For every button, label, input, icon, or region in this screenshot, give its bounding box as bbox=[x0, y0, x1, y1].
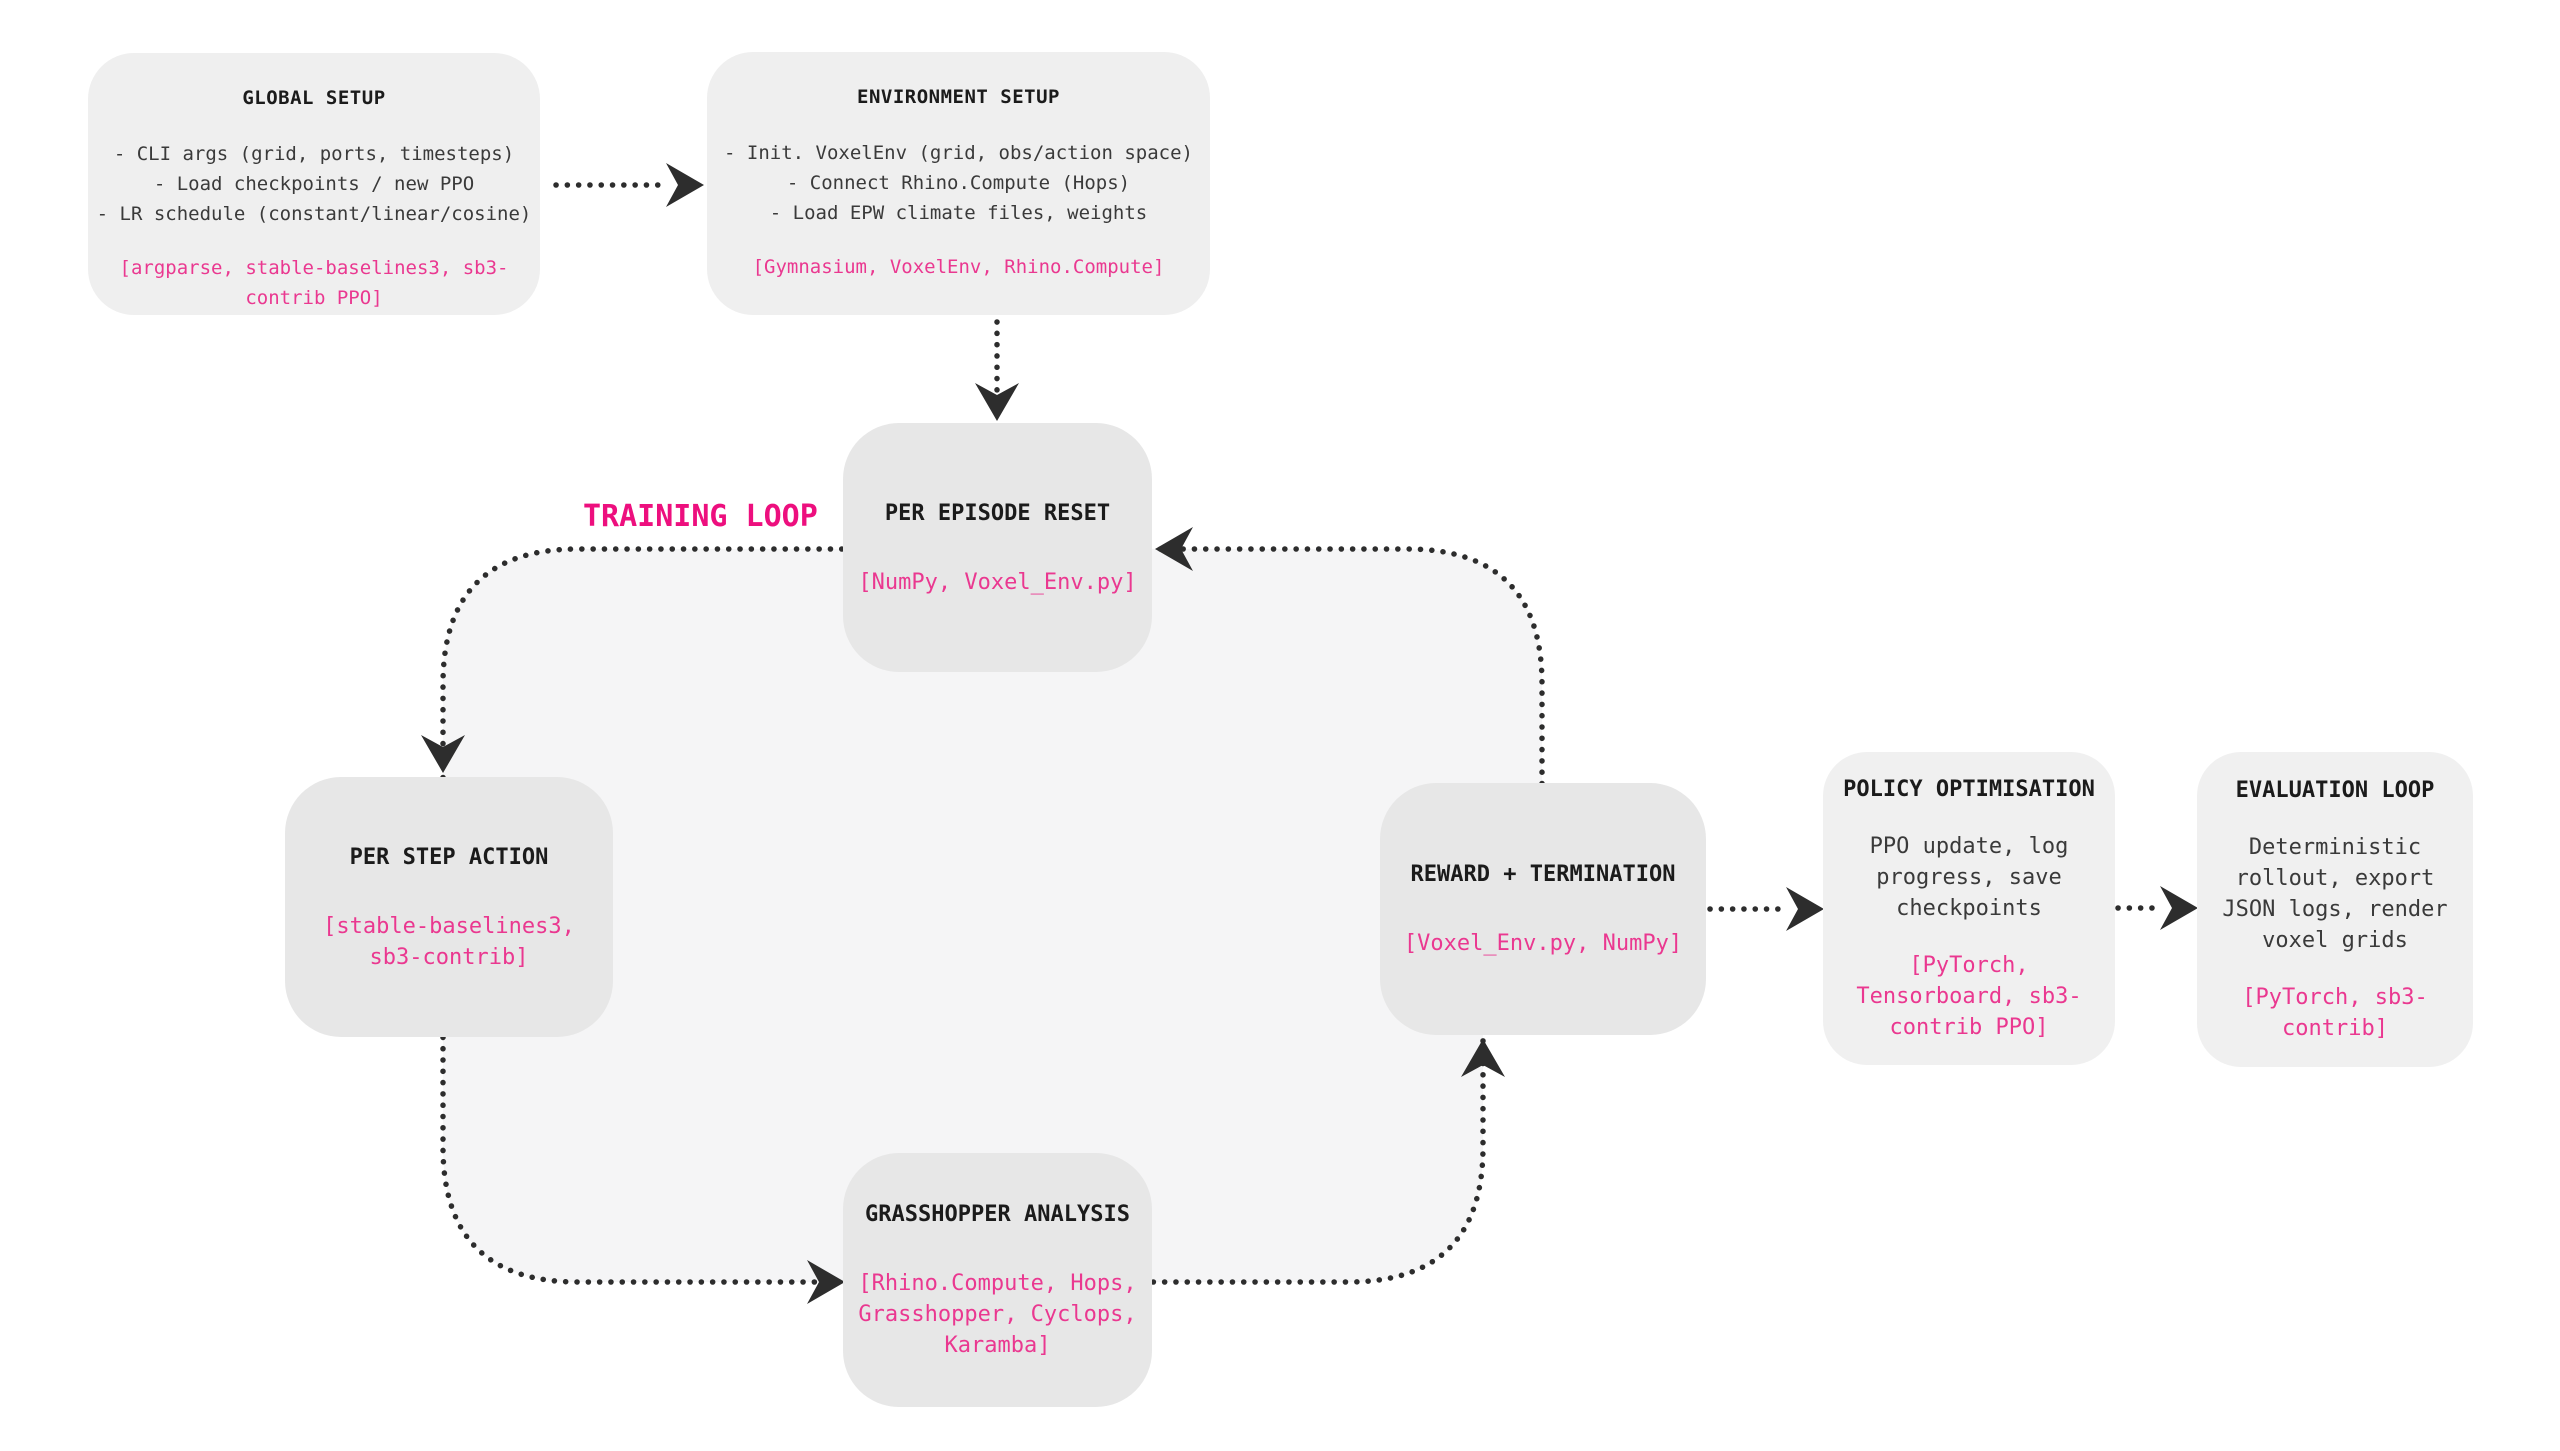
body-line: - CLI args (grid, ports, timesteps) bbox=[113, 143, 515, 165]
arrowhead-icon-reward-to-policy bbox=[1786, 887, 1824, 931]
node-stack: [stable-baselines3, sb3-contrib] bbox=[323, 913, 575, 970]
arrowhead-icon-loop-to-grasshopper bbox=[807, 1260, 845, 1304]
arrowhead-icon-loop-to-reward bbox=[1461, 1039, 1505, 1077]
node-stack: [Rhino.Compute, Hops, Grasshopper, Cyclo… bbox=[858, 1271, 1137, 1358]
grasshopper-analysis-node: GRASSHOPPER ANALYSIS [Rhino.Compute, Hop… bbox=[843, 1153, 1152, 1407]
arrowhead-icon-global-to-environment bbox=[666, 163, 704, 207]
node-title: REWARD + TERMINATION bbox=[1410, 862, 1676, 887]
node-title: GLOBAL SETUP bbox=[242, 87, 386, 109]
arrowhead-icon-policy-to-eval bbox=[2160, 886, 2198, 930]
evaluation-loop-node: EVALUATION LOOP Deterministic rollout, e… bbox=[2197, 752, 2473, 1067]
environment-setup-node: ENVIRONMENT SETUP - Init. VoxelEnv (grid… bbox=[707, 52, 1210, 315]
node-title: PER EPISODE RESET bbox=[884, 500, 1111, 526]
body-line: - Load checkpoints / new PPO bbox=[153, 173, 475, 195]
arrowhead-icon-loop-to-step bbox=[421, 735, 465, 773]
training-loop-label: TRAINING LOOP bbox=[583, 499, 818, 534]
node-body: PPO update, log progress, save checkpoin… bbox=[1869, 834, 2069, 921]
body-line: - LR schedule (constant/linear/cosine) bbox=[96, 203, 532, 225]
node-body: Deterministic rollout, export JSON logs,… bbox=[2222, 835, 2448, 953]
node-stack: [argparse, stable-baselines3, sb3-contri… bbox=[119, 257, 509, 309]
reward-termination-node: REWARD + TERMINATION [Voxel_Env.py, NumP… bbox=[1380, 783, 1706, 1035]
per-episode-reset-node: PER EPISODE RESET [NumPy, Voxel_Env.py] bbox=[843, 423, 1152, 672]
arrowhead-icon-loop-to-episode bbox=[1155, 527, 1193, 571]
arrowhead-icon-environment-to-episode bbox=[975, 383, 1019, 421]
node-stack: [Gymnasium, VoxelEnv, Rhino.Compute] bbox=[752, 256, 1165, 278]
node-stack: [NumPy, Voxel_Env.py] bbox=[858, 569, 1137, 595]
node-title: ENVIRONMENT SETUP bbox=[857, 86, 1060, 108]
body-line: - Connect Rhino.Compute (Hops) bbox=[786, 172, 1131, 194]
node-body: - CLI args (grid, ports, timesteps) - Lo… bbox=[97, 139, 532, 229]
node-title: PER STEP ACTION bbox=[349, 844, 549, 870]
node-stack: [PyTorch, sb3-contrib] bbox=[2242, 985, 2428, 1041]
body-line: - Init. VoxelEnv (grid, obs/action space… bbox=[724, 142, 1193, 164]
policy-optimisation-node: POLICY OPTIMISATION PPO update, log prog… bbox=[1823, 752, 2115, 1065]
per-step-action-node: PER STEP ACTION [stable-baselines3, sb3-… bbox=[285, 777, 613, 1037]
node-title: EVALUATION LOOP bbox=[2235, 778, 2435, 803]
node-title: GRASSHOPPER ANALYSIS bbox=[865, 1202, 1130, 1227]
training-loop-path bbox=[440, 546, 1545, 1285]
node-stack: [Voxel_Env.py, NumPy] bbox=[1403, 931, 1683, 956]
node-title: POLICY OPTIMISATION bbox=[1843, 777, 2095, 802]
body-line: - Load EPW climate files, weights bbox=[769, 202, 1148, 224]
node-body: - Init. VoxelEnv (grid, obs/action space… bbox=[724, 138, 1193, 228]
global-setup-node: GLOBAL SETUP - CLI args (grid, ports, ti… bbox=[88, 53, 540, 315]
node-stack: [PyTorch, Tensorboard, sb3-contrib PPO] bbox=[1856, 953, 2082, 1040]
